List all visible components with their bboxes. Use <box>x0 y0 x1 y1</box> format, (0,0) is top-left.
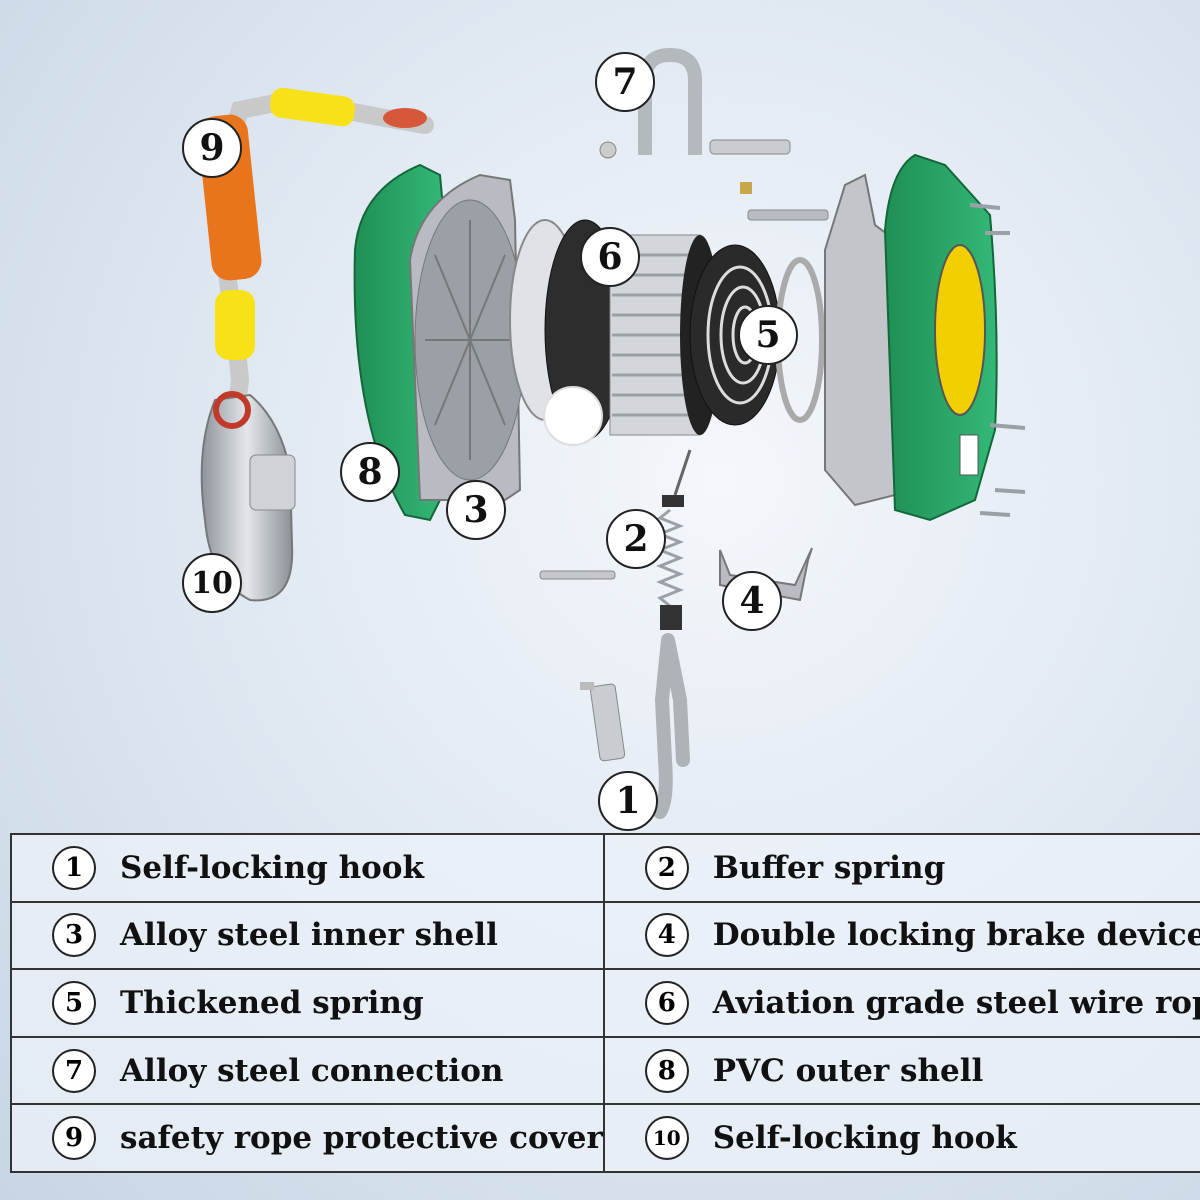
legend-number: 4 <box>644 913 689 958</box>
inner-shell-right <box>824 173 896 507</box>
legend-item: 3 Alloy steel inner shell <box>10 900 605 971</box>
buffer-spring-and-hook <box>580 449 692 819</box>
legend-item: 6 Aviation grade steel wire rope <box>602 968 1200 1038</box>
callout-1: 1 <box>598 771 658 831</box>
legend-label: Double locking brake device <box>712 917 1200 954</box>
legend-label: Self-locking hook <box>120 849 424 886</box>
pin <box>539 570 616 580</box>
callout-3: 3 <box>446 480 506 540</box>
callout-10: 10 <box>182 553 242 613</box>
callout-5: 5 <box>738 305 798 365</box>
exploded-view: 1 2 3 4 5 6 7 8 9 10 <box>182 47 1026 831</box>
legend-label: PVC outer shell <box>712 1052 984 1089</box>
legend-item: 2 Buffer spring <box>602 833 1200 903</box>
legend-label: safety rope protective cover <box>120 1120 603 1157</box>
legend-item: 8 PVC outer shell <box>602 1035 1200 1106</box>
pvc-outer-shell-right <box>883 153 998 522</box>
legend-label: Alloy steel connection <box>120 1052 504 1089</box>
legend-item: 5 Thickened spring <box>10 968 605 1038</box>
thickened-spring <box>689 244 781 426</box>
legend-number: 9 <box>52 1116 96 1161</box>
legend-number: 6 <box>644 980 689 1025</box>
rope-end-eye <box>383 108 427 128</box>
legend-number: 5 <box>52 980 96 1025</box>
legend-label: Buffer spring <box>712 849 946 886</box>
legend-number: 3 <box>52 913 96 958</box>
callout-2: 2 <box>606 509 666 569</box>
legend-number: 1 <box>52 845 96 890</box>
legend-number: 8 <box>644 1048 689 1093</box>
callout-8: 8 <box>340 442 400 502</box>
callout-9: 9 <box>182 118 242 178</box>
legend-number: 7 <box>52 1048 96 1093</box>
legend-label: Aviation grade steel wire rope <box>712 984 1200 1021</box>
legend-item: 4 Double locking brake device <box>602 900 1200 971</box>
yellow-sleeve-bottom <box>215 290 255 360</box>
yellow-sleeve-top <box>269 87 356 127</box>
legend-number: 2 <box>644 845 689 890</box>
legend-item: 9 safety rope protective cover <box>10 1103 605 1173</box>
alloy-inner-shell <box>408 173 526 501</box>
blank-callout <box>543 386 603 446</box>
snap-hook-10 <box>200 391 296 602</box>
callout-6: 6 <box>580 227 640 287</box>
legend-item: 7 Alloy steel connection <box>10 1035 605 1106</box>
legend-label: Thickened spring <box>120 984 424 1021</box>
legend-label: Alloy steel inner shell <box>120 917 498 954</box>
legend-number: 10 <box>644 1116 689 1161</box>
legend-item: 1 Self-locking hook <box>10 833 605 903</box>
warning-label <box>934 244 986 416</box>
legend-item: 10 Self-locking hook <box>602 1103 1200 1173</box>
legend-label: Self-locking hook <box>712 1120 1017 1157</box>
callout-7: 7 <box>595 52 655 112</box>
callout-4: 4 <box>722 571 782 631</box>
housing-bolts <box>969 203 1026 517</box>
